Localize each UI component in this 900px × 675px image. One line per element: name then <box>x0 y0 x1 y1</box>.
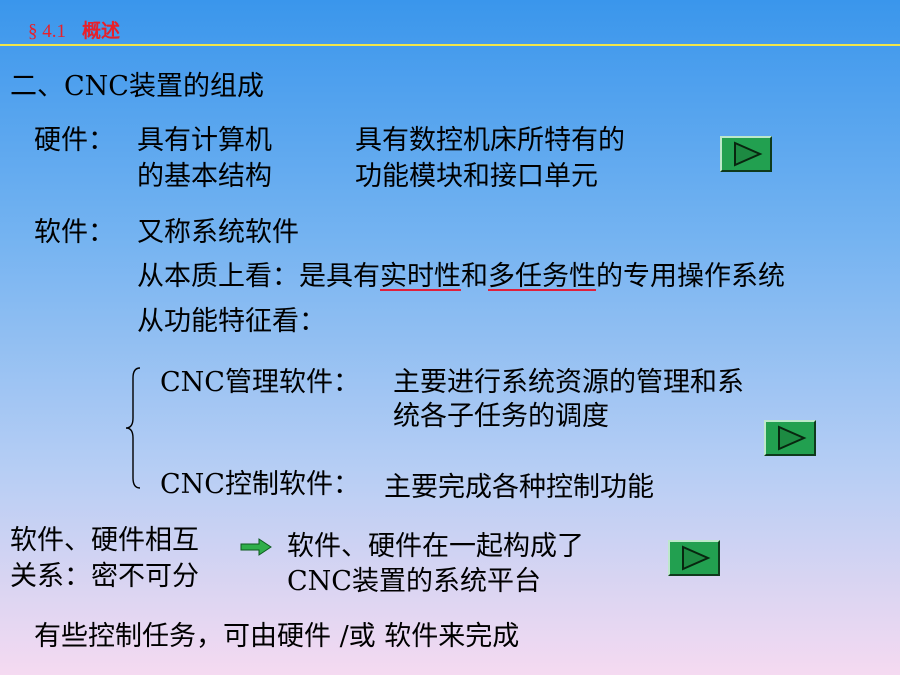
mgmt-software-label: CNC管理软件： <box>160 367 360 398</box>
section-header: § 4.1 概述 <box>28 16 120 43</box>
ctrl-software-label: CNC控制软件： <box>160 469 360 500</box>
section-title: 概述 <box>82 20 121 42</box>
software-line2-b: 和 <box>461 261 488 292</box>
hardware-col1-line1: 具有计算机 <box>137 125 272 156</box>
relation-right-line1: 软件、硬件在一起构成了 <box>287 531 584 562</box>
right-arrow-icon <box>240 538 272 560</box>
play-icon <box>778 425 807 451</box>
slide-heading: 二、CNC装置的组成 <box>10 71 264 102</box>
hardware-col2-line1: 具有数控机床所特有的 <box>355 125 625 156</box>
multitask-term: 多任务性 <box>488 261 596 292</box>
relation-left-line2: 关系：密不可分 <box>10 561 199 592</box>
relation-left-line1: 软件、硬件相互 <box>10 525 199 556</box>
hardware-label: 硬件： <box>34 125 115 156</box>
left-brace-icon <box>124 366 144 494</box>
footer-note: 有些控制任务，可由硬件 /或 软件来完成 <box>34 621 520 652</box>
mgmt-desc-line2: 统各子任务的调度 <box>393 401 609 432</box>
software-line2-a: 从本质上看：是具有 <box>137 261 380 292</box>
header-divider <box>0 44 900 46</box>
ctrl-desc: 主要完成各种控制功能 <box>384 472 654 503</box>
realtime-term: 实时性 <box>380 261 461 292</box>
play-icon <box>734 141 763 167</box>
play-button-2[interactable] <box>764 420 816 456</box>
software-label: 软件： <box>34 217 115 248</box>
software-line1: 又称系统软件 <box>137 217 299 248</box>
software-line2: 从本质上看：是具有实时性和多任务性的专用操作系统 <box>137 260 785 294</box>
play-icon <box>682 545 711 571</box>
software-line2-c: 的专用操作系统 <box>596 261 785 292</box>
play-button-3[interactable] <box>668 540 720 576</box>
hardware-col1-line2: 的基本结构 <box>137 161 272 192</box>
mgmt-desc-line1: 主要进行系统资源的管理和系 <box>393 367 744 398</box>
hardware-col2-line2: 功能模块和接口单元 <box>355 161 598 192</box>
play-button-1[interactable] <box>720 136 772 172</box>
software-line3: 从功能特征看： <box>137 306 326 337</box>
relation-right-line2: CNC装置的系统平台 <box>287 566 541 597</box>
section-number: § 4.1 <box>28 21 66 42</box>
